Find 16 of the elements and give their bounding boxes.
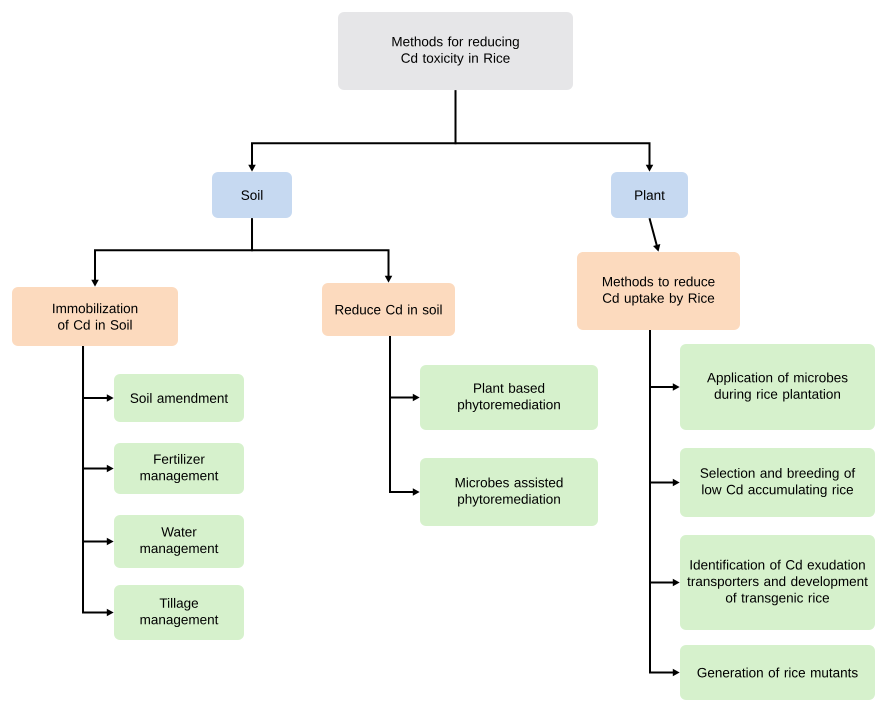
method-box: Soil amendment: [114, 374, 244, 422]
method-box: Microbes assisted phytoremediation: [420, 458, 598, 526]
method-box: Plant based phytoremediation: [420, 365, 598, 430]
group-box: Methods to reduce Cd uptake by Rice: [577, 252, 740, 330]
method-box: Application of microbes during rice plantation: [680, 344, 875, 430]
category-box: Soil: [212, 172, 292, 218]
method-box: Fertilizer management: [114, 443, 244, 494]
method-box: Tillage management: [114, 585, 244, 640]
group-box: Immobilization of Cd in Soil: [12, 287, 178, 346]
method-box: Selection and breeding of low Cd accumulating rice: [680, 448, 875, 517]
category-box: Plant: [611, 172, 688, 218]
group-box: Reduce Cd in soil: [322, 283, 455, 336]
method-box: Identification of Cd exudation transporters and development of transgenic rice: [680, 535, 875, 630]
method-box: Water management: [114, 515, 244, 568]
method-box: Generation of rice mutants: [680, 645, 875, 700]
title-box: Methods for reducing Cd toxicity in Rice: [338, 12, 573, 90]
